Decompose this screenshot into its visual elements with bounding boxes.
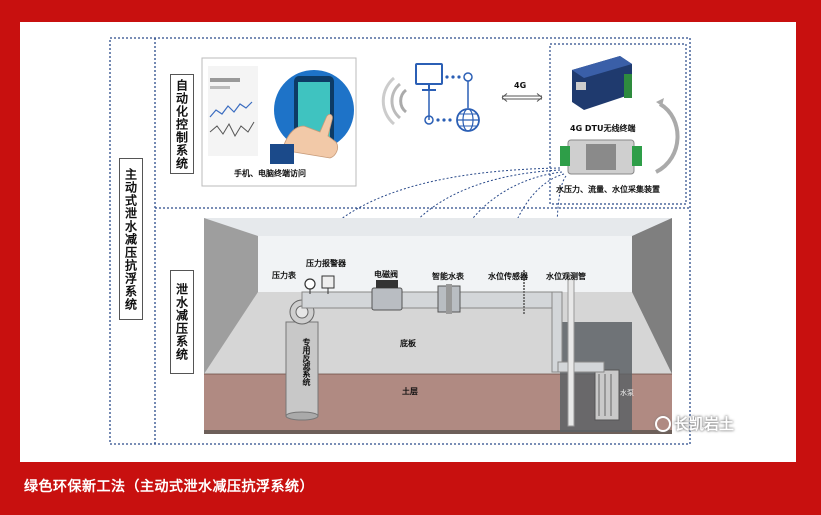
filter-system-label: 专用反滤系统 bbox=[302, 338, 311, 386]
diagram-frame: 主动式泄水减压抗浮系统 自动化控制系统 泄水减压系统 手机、电脑终端访问 4G … bbox=[20, 22, 796, 462]
device-dotted-box bbox=[549, 43, 687, 205]
watermark: 长凯岩土 bbox=[655, 413, 734, 434]
horizontal-pipe bbox=[301, 291, 561, 309]
pump-label: 水泵 bbox=[620, 389, 634, 397]
obs-pipe-label: 水位观测管 bbox=[546, 272, 586, 281]
pressure-alarm-label: 压力报警器 bbox=[306, 259, 346, 268]
dtu-label: 4G DTU无线终端 bbox=[570, 124, 636, 133]
wechat-icon bbox=[655, 415, 671, 432]
level-sensor-label: 水位传感器 bbox=[488, 272, 528, 281]
soil-label: 土层 bbox=[402, 387, 418, 396]
soil-layer bbox=[204, 374, 672, 430]
auto-control-label: 自动化控制系统 bbox=[170, 74, 194, 174]
terminal-access-label: 手机、电脑终端访问 bbox=[234, 169, 306, 178]
system-diagram bbox=[109, 37, 691, 445]
filter-cylinder bbox=[285, 321, 319, 417]
solenoid-valve bbox=[371, 287, 403, 311]
collector-label: 水压力、流量、水位采集装置 bbox=[556, 185, 660, 194]
outer-dotted-frame bbox=[109, 37, 691, 445]
main-system-label: 主动式泄水减压抗浮系统 bbox=[119, 158, 143, 320]
watermark-text: 长凯岩土 bbox=[674, 415, 735, 433]
drain-system-label: 泄水减压系统 bbox=[170, 270, 194, 374]
pressure-alarm bbox=[321, 275, 335, 289]
pressure-gauge bbox=[304, 278, 316, 290]
solenoid-valve-label: 电磁阀 bbox=[374, 270, 398, 279]
dtu-device bbox=[572, 56, 632, 110]
caption: 绿色环保新工法（主动式泄水减压抗浮系统） bbox=[24, 479, 314, 495]
pressure-gauge-label: 压力表 bbox=[272, 271, 296, 280]
net-4g-label: 4G bbox=[514, 81, 527, 90]
computer-icon bbox=[415, 63, 443, 85]
smart-meter-label: 智能水表 bbox=[432, 272, 464, 281]
floor-slab-label: 底板 bbox=[400, 339, 416, 348]
collector-device bbox=[560, 139, 642, 175]
